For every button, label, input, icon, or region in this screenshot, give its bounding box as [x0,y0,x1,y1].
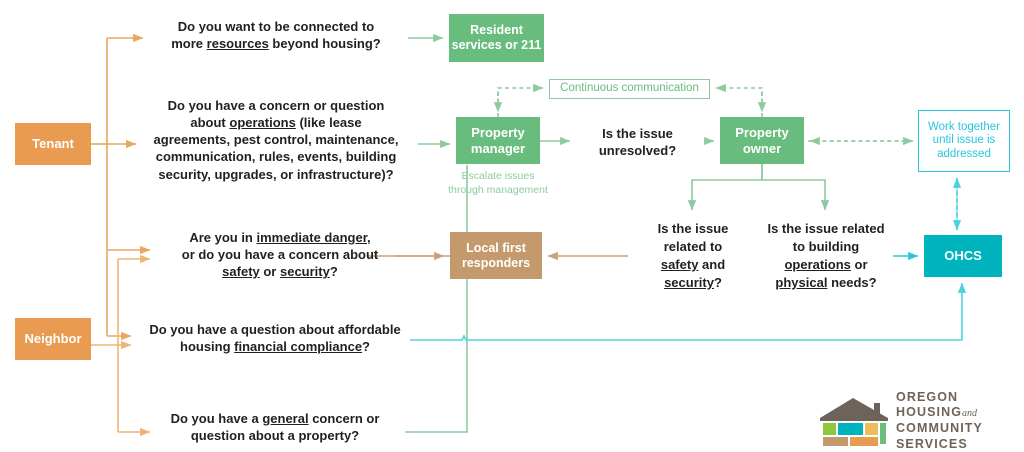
node-neighbor[interactable]: Neighbor [15,318,91,360]
node-property-owner[interactable]: Property owner [720,117,804,164]
question-operations-line4: communication, rules, events, building [155,149,397,165]
node-ohcs[interactable]: OHCS [924,235,1002,277]
question-financial-line1: Do you have a question about affordable [149,322,401,337]
question-financial-compliance: Do you have a question about affordable … [135,321,415,355]
question-operations: Do you have a concern or question about … [140,97,412,183]
node-property-manager[interactable]: Property manager [456,117,540,164]
question-safety-security: Is the issue related to safety and secur… [634,220,752,292]
question-issue-unresolved: Is the issue unresolved? [575,125,700,159]
logo-line2: COMMUNITY SERVICES [896,421,983,451]
question-building-keyword-operations: operations [784,256,851,272]
question-resources-keyword: resources [206,36,269,52]
logo-wordmark: OREGON HOUSINGand COMMUNITY SERVICES [896,390,1018,452]
question-danger-line1-pre: Are you in [189,230,257,245]
question-building-operations: Is the issue related to building operati… [756,220,896,292]
question-immediate-danger: Are you in immediate danger, or do you h… [155,229,405,280]
question-safety-line4-post: ? [713,274,722,290]
question-general-concern: Do you have a general concern or questio… [155,410,395,444]
question-danger-line1-post: , [367,230,371,245]
ohcs-logo: OREGON HOUSINGand COMMUNITY SERVICES [818,390,1018,451]
node-work-together[interactable]: Work together until issue is addressed [918,110,1010,172]
question-danger-line3-post: ? [329,264,338,280]
question-danger-keyword: immediate danger [256,230,368,245]
question-operations-line2-pre: about [190,115,230,131]
question-unresolved-line2: unresolved? [598,143,677,159]
house-icon [820,398,888,446]
question-building-keyword-physical: physical [775,274,828,290]
question-building-line4-post: needs? [827,274,877,290]
question-resources-line1: Do you want to be connected to [177,19,375,34]
question-resources-line2-pre: more [171,36,207,52]
caption-escalate-issues: Escalate issues through management [448,170,548,196]
question-danger-keyword-safety: safety [222,264,260,280]
question-operations-line5: security, upgrades, or infrastructure)? [158,166,394,182]
question-danger-line3-mid: or [259,264,280,280]
logo-line1: OREGON HOUSING [896,389,963,420]
question-financial-line2-pre: housing [180,339,235,355]
question-operations-keyword: operations [229,115,296,131]
question-general-line2: question about a property? [190,428,360,444]
question-operations-line3: agreements, pest control, maintenance, [153,132,399,148]
question-building-line1: Is the issue related [767,221,885,236]
question-general-line1-pre: Do you have a [170,411,263,426]
logo-and: and [962,408,978,420]
question-resources: Do you want to be connected to more reso… [150,18,402,52]
question-danger-line2: or do you have a concern about [181,247,379,263]
node-continuous-communication[interactable]: Continuous communication [549,79,710,99]
node-resident-services[interactable]: Resident services or 211 [449,14,544,62]
question-safety-line1: Is the issue [657,221,729,236]
question-financial-keyword: financial compliance [234,339,363,355]
question-safety-line3-post: and [698,256,726,272]
question-operations-line1: Do you have a concern or question [167,98,385,113]
question-safety-keyword-security: security [664,274,714,290]
question-building-line2: to building [792,238,860,254]
question-safety-keyword-safety: safety [660,256,699,272]
question-operations-line2-post: (like lease [295,115,362,131]
question-general-keyword: general [262,411,309,426]
node-tenant[interactable]: Tenant [15,123,91,165]
question-resources-line2-post: beyond housing? [268,36,381,52]
question-general-line1-post: concern or [308,411,380,426]
question-unresolved-line1: Is the issue [602,126,673,141]
question-danger-keyword-security: security [279,264,330,280]
question-financial-line2-post: ? [362,339,370,355]
node-local-first-responders[interactable]: Local first responders [450,232,542,279]
question-safety-line2: related to [663,238,723,254]
question-building-line3-post: or [850,256,868,272]
